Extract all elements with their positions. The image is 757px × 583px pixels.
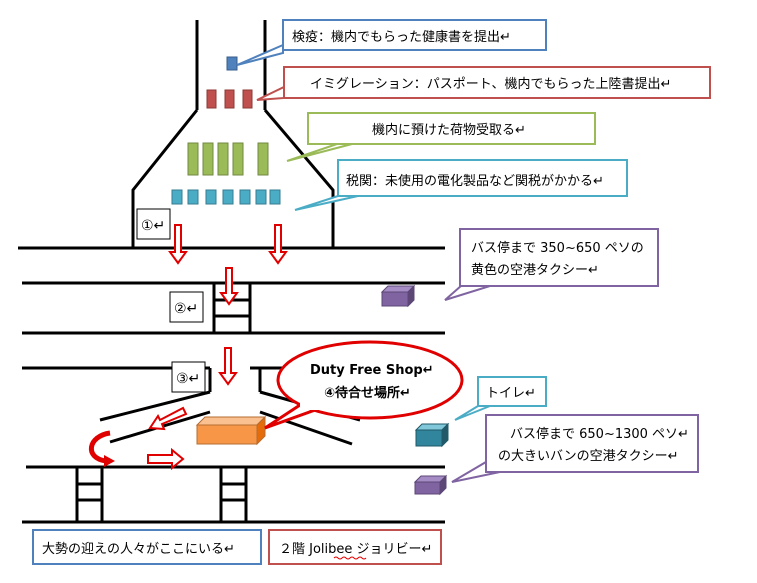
immigration-counters: [206, 89, 253, 109]
arrow-right: [147, 447, 185, 471]
callout-bus-top: バス停まで 350~650 ペソの 黄色の空港タクシー↵: [444, 228, 659, 301]
callout-bus-top-line2: 黄色の空港タクシー↵: [471, 262, 599, 278]
duty-free-meeting-point: ④待合せ場所↵: [324, 385, 411, 401]
arrow-left-diagonal: [148, 406, 188, 431]
hall-slope-left: [131, 109, 199, 248]
duty-free-bubble: Duty Free Shop↵ ④待合せ場所↵: [264, 340, 464, 430]
baggage-carousels: [187, 142, 269, 176]
callout-jollibee: ２階 Jolibee ジョリビー↵: [268, 529, 442, 565]
arrow-down-4: [218, 347, 238, 386]
hall-slope-right: [263, 109, 335, 248]
callout-quarantine: 検疫：機内でもらった健康書を提出↵: [236, 19, 547, 66]
callout-customs-text: 税関：未使用の電化製品など関税がかかる↵: [346, 173, 604, 189]
arrow-down-2: [268, 224, 288, 265]
arrow-down-1: [168, 224, 188, 265]
marker-3: ③↵: [171, 361, 206, 393]
callout-customs: 税関：未使用の電化製品など関税がかかる↵: [294, 159, 628, 211]
duty-free-title: Duty Free Shop↵: [310, 363, 434, 378]
callout-bus-bottom: バス停まで 650~1300 ペソ↵ の大きいバンの空港タクシー↵: [451, 414, 699, 483]
spellcheck-squiggle: [333, 556, 367, 560]
marker-1-label: ①↵: [141, 218, 165, 234]
callout-bus-bottom-line2: の大きいバンの空港タクシー↵: [498, 449, 679, 464]
yellow-taxi-stand-box: [380, 284, 416, 308]
arrow-u-turn: [88, 430, 111, 464]
slope-right-lower: [259, 410, 353, 446]
marker-1: ①↵: [136, 208, 171, 240]
arrow-down-3: [219, 267, 239, 306]
marker-3-label: ③↵: [176, 371, 200, 387]
duty-free-shop-box: [195, 415, 267, 446]
callout-meeting-text: 大勢の迎えの人々がここにいる↵: [42, 542, 235, 557]
marker-2: ②↵: [169, 291, 204, 323]
callout-baggage: 機内に預けた荷物受取る↵: [286, 112, 596, 162]
callout-quarantine-text: 検疫：機内でもらった健康書を提出↵: [292, 29, 511, 45]
callout-toilet-text: トイレ↵: [486, 386, 536, 401]
stairs-lower-center: [219, 467, 248, 522]
stairs-lower-left: [75, 467, 104, 522]
callout-meeting: 大勢の迎えの人々がここにいる↵: [32, 529, 262, 565]
toilet-box: [414, 422, 450, 448]
callout-toilet: トイレ↵: [454, 376, 547, 421]
callout-immigration: イミグレーション：パスポート、機内でもらった上陸書提出↵: [256, 66, 711, 101]
route-arrows: [88, 224, 288, 471]
quarantine-counter: [226, 56, 238, 71]
arrow-u-turn-head: [104, 455, 115, 467]
customs-counters: [171, 189, 281, 205]
van-taxi-stand-box: [413, 474, 448, 496]
slope-left-upper: [99, 390, 211, 422]
callout-bus-bottom-line1: バス停まで 650~1300 ペソ↵: [510, 426, 689, 442]
callout-jollibee-text: ２階 Jolibee ジョリビー↵: [279, 542, 432, 557]
callout-baggage-text: 機内に預けた荷物受取る↵: [372, 122, 526, 138]
marker-2-label: ②↵: [174, 301, 198, 317]
callout-immigration-text: イミグレーション：パスポート、機内でもらった上陸書提出↵: [310, 76, 671, 92]
callout-bus-top-line1: バス停まで 350~650 ペソの: [471, 240, 644, 256]
